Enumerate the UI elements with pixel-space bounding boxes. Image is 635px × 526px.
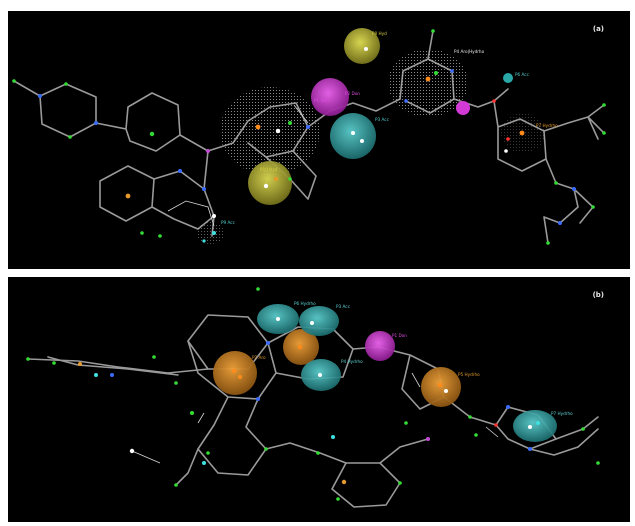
- p3-sphere: [330, 113, 376, 159]
- p7-sphere: [513, 410, 557, 442]
- p8-sphere: [344, 28, 380, 64]
- hydrophobic-cloud-large: [220, 87, 320, 175]
- panel-b-scene: P6 Hydrho P3 Acc P1 Don P2 Aro P4 Hydrho…: [26, 287, 600, 508]
- p2-sphere: [311, 78, 349, 116]
- label-p10-hyd: P10 Hyd: [260, 167, 278, 172]
- p1-sphere: [456, 101, 470, 115]
- atoms-b: [26, 287, 600, 501]
- label-p4-aro: P4 Aro|Hydrho: [454, 49, 485, 54]
- p9-cloud: [196, 222, 224, 244]
- panel-b-tag: (b): [592, 291, 604, 299]
- feature-labels-b: P6 Hydrho P3 Acc P1 Don P2 Aro P4 Hydrho…: [252, 301, 573, 416]
- label-p9-acc: P9 Acc: [221, 220, 236, 225]
- p6-sphere: [503, 73, 513, 83]
- label-p4-hydrho: P4 Hydrho: [341, 359, 363, 364]
- panel-a-tag: (a): [592, 25, 604, 33]
- panel-a-scene: P8 Hyd P4 Aro|Hydrho P2 Don P1 Don P3 Ac…: [12, 28, 606, 245]
- label-p7-hydrho: P7 Hydrho: [536, 123, 558, 128]
- label-p1-don: P1 Don: [392, 333, 407, 338]
- label-p8-hyd: P8 Hyd: [372, 31, 387, 36]
- label-p3-acc: P3 Acc: [375, 117, 390, 122]
- label-p6-hydrho: P6 Hydrho: [294, 301, 316, 306]
- label-p2-aro: P2 Aro: [252, 355, 266, 360]
- label-p2-don: P2 Don: [345, 91, 360, 96]
- label-p7-hydrho: P7 Hydrho: [551, 411, 573, 416]
- label-p3-acc: P3 Acc: [336, 304, 351, 309]
- label-p5-hydrho: P5 Hydrho: [458, 372, 480, 377]
- aromatic-cloud: [388, 49, 468, 117]
- p3-sphere: [299, 306, 339, 336]
- p2-aro-sphere: [213, 351, 257, 395]
- feature-labels-a: P8 Hyd P4 Aro|Hydrho P2 Don P1 Don P3 Ac…: [221, 31, 558, 225]
- label-p1-don: P1 Don: [314, 98, 329, 103]
- atoms-a: [12, 29, 606, 245]
- p10-sphere: [248, 161, 292, 205]
- p5-sphere: [421, 367, 461, 407]
- p1-sphere: [365, 331, 395, 361]
- pharmacophore-spheres-a: [196, 28, 545, 244]
- pharmacophore-spheres-b: [213, 304, 557, 442]
- pharmacophore-panel-a: (a): [8, 11, 630, 269]
- label-p6-acc: P6 Acc: [515, 72, 530, 77]
- pharmacophore-panel-b: (b): [8, 277, 630, 522]
